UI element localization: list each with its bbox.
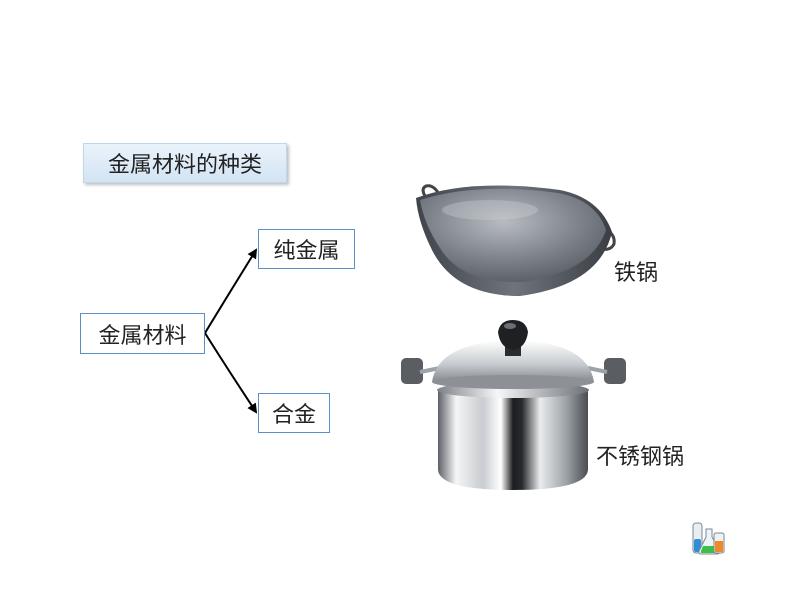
node-metal-materials: 金属材料 [80, 313, 205, 354]
stainless-pot-caption: 不锈钢锅 [596, 445, 685, 470]
wok-caption: 铁锅 [614, 261, 659, 286]
connector-to-pure-metal [204, 248, 258, 334]
lab-flasks-icon [692, 522, 725, 555]
page-title: 金属材料的种类 [83, 143, 287, 183]
node-pure-metal: 纯金属 [258, 229, 355, 269]
connector-to-alloy [204, 332, 258, 414]
node-alloy: 合金 [258, 393, 330, 433]
